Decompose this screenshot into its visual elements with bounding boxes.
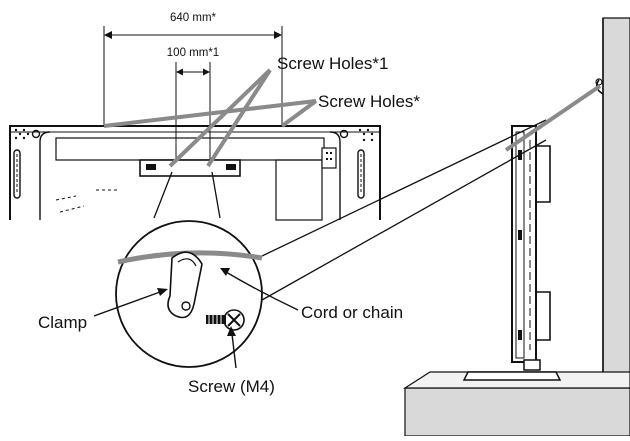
- screw-icon: [206, 309, 245, 331]
- dimension-label-640: 640 mm*: [170, 12, 217, 24]
- screw-arrow: [227, 326, 237, 369]
- shelf-surface: [402, 371, 630, 437]
- screw-holes-label: Screw Holes*: [318, 92, 420, 111]
- wall: [602, 17, 630, 389]
- screw-label: Screw (M4): [188, 377, 275, 396]
- cord-to-wall: [504, 84, 602, 152]
- dimension-100mm: 100 mm*1: [167, 47, 219, 160]
- cord-arrow: [220, 268, 299, 311]
- screw-holes-leaders: [103, 68, 318, 168]
- detail-circle: [115, 220, 263, 368]
- monitor-side-view: [462, 125, 562, 381]
- clamp-arrow: [93, 288, 168, 317]
- dimension-label-100: 100 mm*1: [167, 47, 219, 59]
- dimension-640mm: 640 mm*: [103, 12, 283, 126]
- screw-holes-1-label: Screw Holes*1: [277, 54, 389, 73]
- monitor-rear-view: [9, 125, 381, 221]
- zoom-cone: [153, 119, 547, 301]
- cord-label: Cord or chain: [301, 303, 403, 322]
- clamp-label: Clamp: [38, 313, 87, 332]
